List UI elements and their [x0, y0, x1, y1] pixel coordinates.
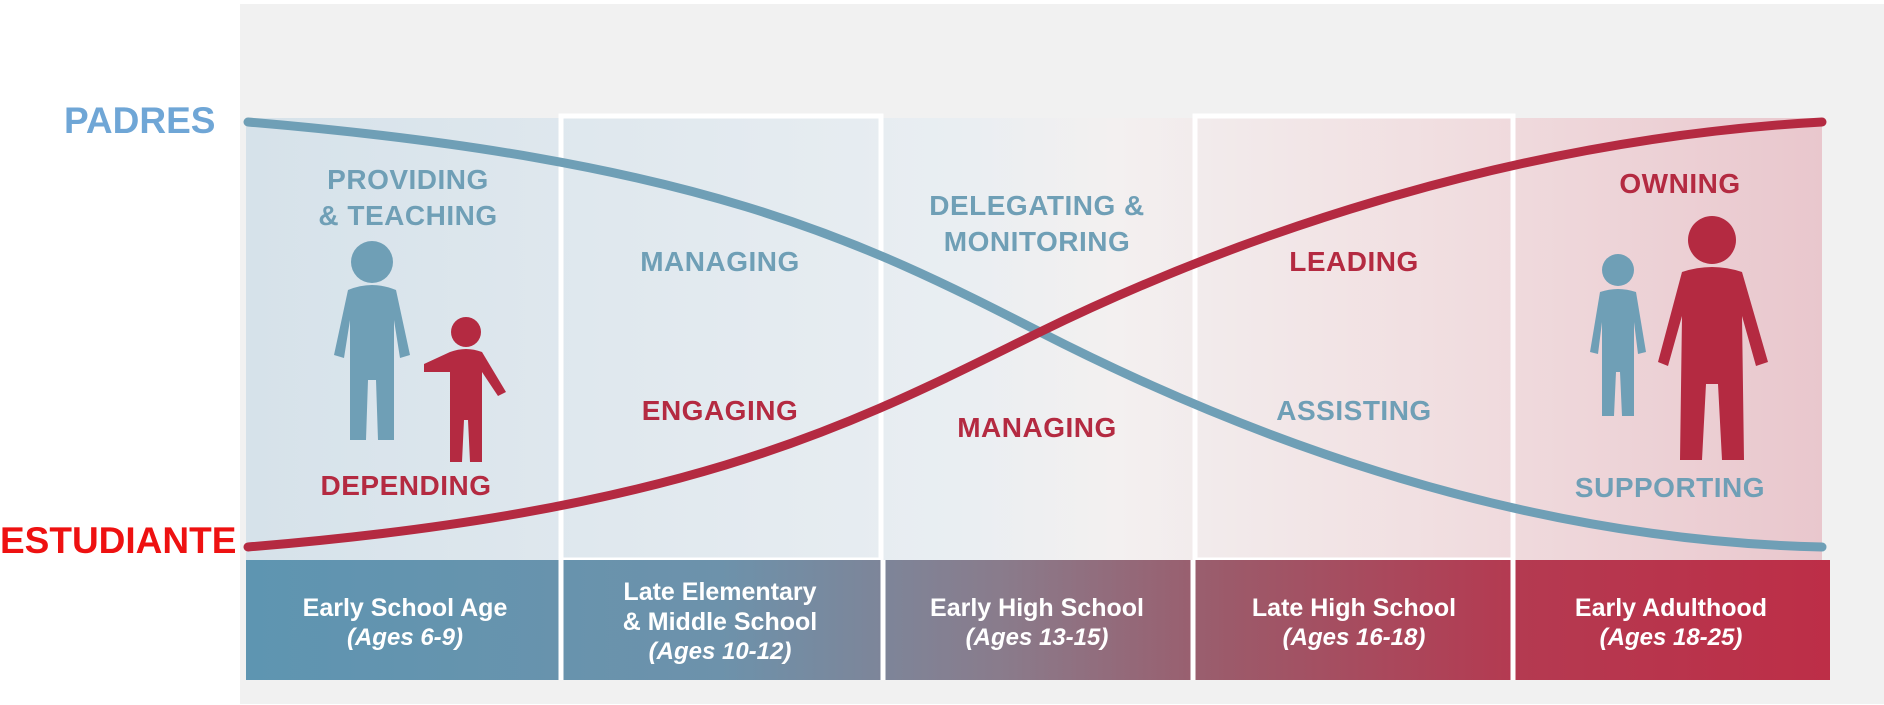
- student-axis-label: ESTUDIANTE: [0, 520, 237, 561]
- stage-label: Early High School (Ages 13-15): [930, 594, 1144, 651]
- parent-axis-label: PADRES: [64, 100, 216, 141]
- stage-label: Early Adulthood (Ages 18-25): [1574, 594, 1768, 651]
- student-role-curve: [243, 117, 1827, 552]
- adult-child-figures-icon: [334, 241, 506, 462]
- parent-role-label: DELEGATING &MONITORING: [929, 190, 1145, 257]
- stage-bar: [246, 560, 1830, 680]
- student-role-label: OWNING: [1619, 168, 1741, 199]
- stage-label: Late High School (Ages 16-18): [1251, 594, 1457, 651]
- student-role-label: DEPENDING: [320, 470, 492, 501]
- parent-role-label: ASSISTING: [1276, 395, 1432, 426]
- parent-role-label: MANAGING: [640, 246, 800, 277]
- student-role-label: MANAGING: [957, 412, 1117, 443]
- child-adult-figures-icon: [1590, 216, 1768, 460]
- stage-label: Late Elementary & Middle School (Ages 10…: [622, 578, 818, 665]
- student-role-label: ENGAGING: [641, 395, 799, 426]
- parent-role-label: PROVIDING& TEACHING: [318, 164, 498, 231]
- parent-role-label: SUPPORTING: [1574, 472, 1766, 503]
- stage-label: Early School Age (Ages 6-9): [302, 594, 508, 651]
- student-role-label: LEADING: [1289, 246, 1419, 277]
